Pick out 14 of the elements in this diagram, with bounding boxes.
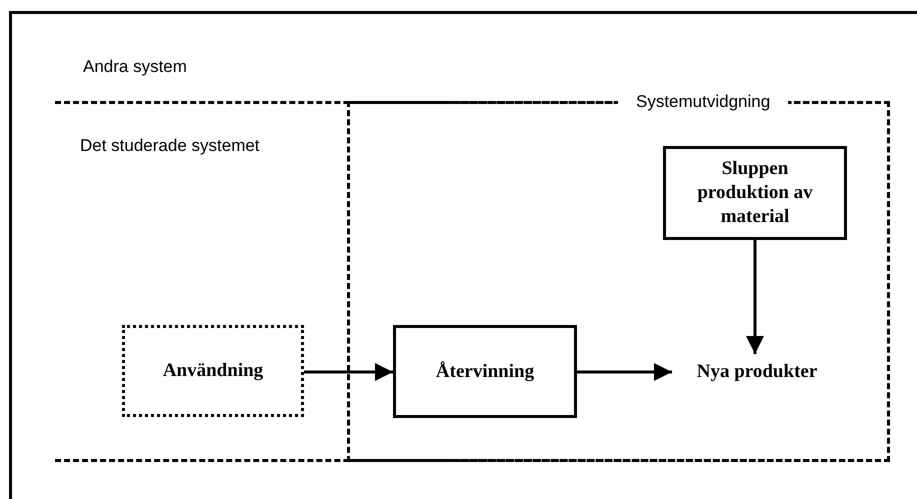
region-label: Systemutvidgning [618,92,788,112]
box-label: Återvinning [434,360,536,384]
box-label: Sluppen produktion av material [696,157,814,229]
outer-frame [9,11,917,499]
process-box [393,325,577,418]
dotted-process-box [122,325,304,417]
arrow [746,240,764,354]
box-label: Användning [162,359,264,383]
arrow [577,363,672,381]
process-box [663,146,847,240]
region-label: Det studerade systemet [80,136,260,156]
region-label: Andra system [83,57,187,77]
output-label: Nya produkter [696,360,818,384]
arrow [304,363,393,381]
